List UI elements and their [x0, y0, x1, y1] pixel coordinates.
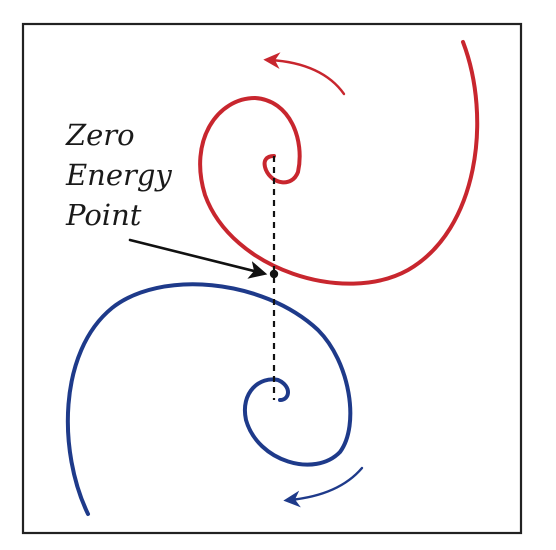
pointer-arrow [128, 238, 268, 279]
upper-spiral-curve [198, 40, 480, 286]
upper-rotation-arrow [263, 52, 346, 96]
annotation-label-line-1: Zero [65, 118, 135, 152]
diagram-frame [21, 22, 523, 535]
lower-rotation-arrow [283, 466, 364, 508]
annotation-label-line-3: Point [65, 198, 142, 232]
zero-energy-point-dot [269, 269, 279, 279]
lower-spiral-curve [65, 282, 353, 516]
annotation-label-line-2: Energy [65, 158, 172, 192]
